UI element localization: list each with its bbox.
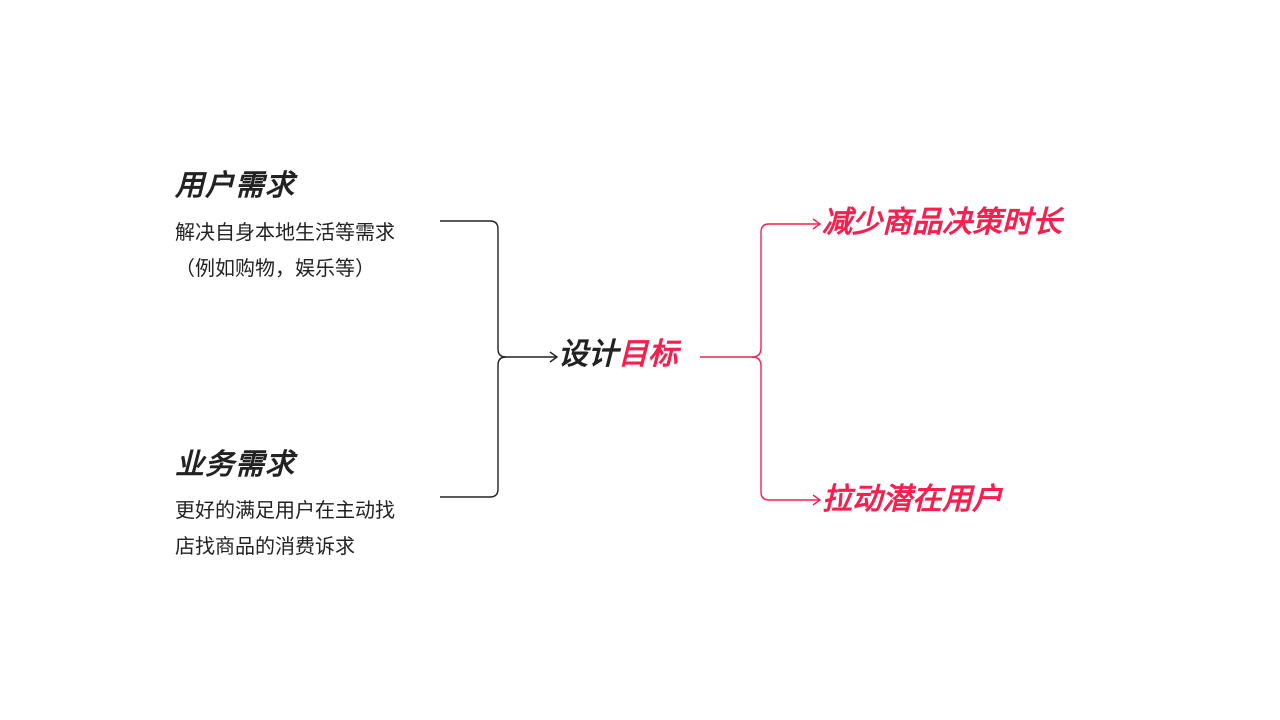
business-needs-description: 更好的满足用户在主动找 店找商品的消费诉求 [175, 492, 395, 564]
design-goal-part1: 设计 [558, 337, 618, 372]
goal-connector-top [700, 223, 820, 358]
business-needs-line: 更好的满足用户在主动找 [175, 498, 395, 522]
user-needs-line: 解决自身本地生活等需求 [175, 220, 395, 244]
arrowhead-goal-2 [812, 494, 822, 506]
business-needs-connector [440, 356, 507, 498]
arrowhead-goal-1 [812, 218, 822, 230]
user-needs-connector [440, 220, 556, 358]
design-goal-title: 设计目标 [558, 340, 678, 370]
user-needs-title: 用户需求 [175, 168, 296, 202]
user-needs-line: （例如购物，娱乐等） [175, 256, 375, 280]
goal-2: 拉动潜在用户 [822, 482, 1002, 517]
design-goal-part2: 目标 [618, 337, 678, 372]
arrowhead-center [549, 351, 559, 363]
user-needs-description: 解决自身本地生活等需求 （例如购物，娱乐等） [175, 214, 395, 286]
business-needs-line: 店找商品的消费诉求 [175, 534, 355, 558]
goal-1: 减少商品决策时长 [822, 205, 1062, 240]
goal-connector-bottom [751, 356, 820, 501]
business-needs-title: 业务需求 [175, 447, 296, 481]
